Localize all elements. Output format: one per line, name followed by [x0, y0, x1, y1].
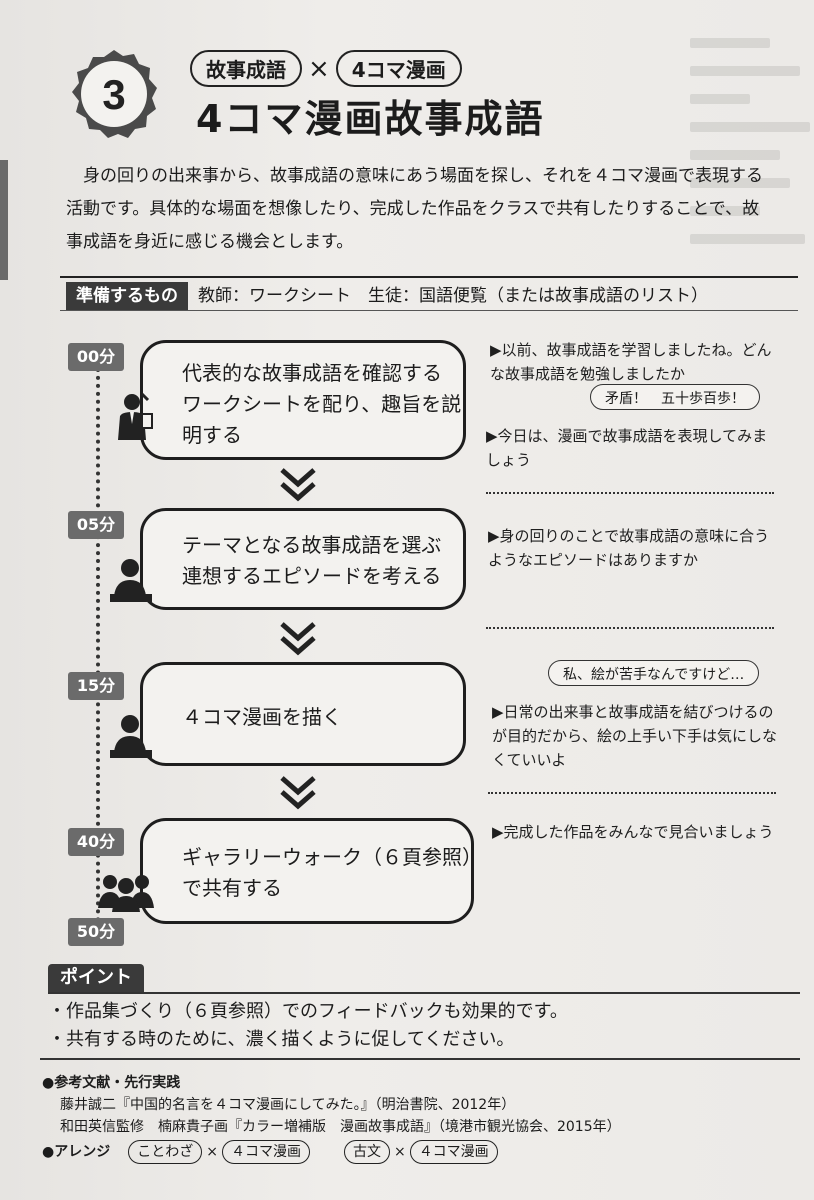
cross-mark: × — [308, 53, 330, 84]
cross-mark: × — [393, 1144, 406, 1160]
tag-row: 故事成語 × 4コマ漫画 — [190, 50, 462, 87]
reference-1: 藤井誠二『中国的名言を４コマ漫画にしてみた。』（明治書院、2012年） — [60, 1097, 516, 1113]
chevron-down-icon — [280, 776, 316, 810]
point-rule — [48, 992, 800, 994]
prep-bottom-rule — [60, 310, 798, 311]
arrange-tag-yonkoma-2: ４コマ漫画 — [409, 1140, 498, 1164]
chevron-down-icon — [280, 468, 316, 502]
prep-top-rule — [60, 276, 798, 278]
cross-mark: × — [206, 1144, 218, 1160]
speech-bubble-2: 私、絵が苦手なんですけど… — [548, 660, 760, 686]
step-box-1 — [140, 340, 466, 460]
page-tab-edge — [0, 160, 8, 280]
note-1: ▶以前、故事成語を学習しましたね。どんな故事成語を勉強しましたか — [490, 341, 772, 383]
point-label: ポイント — [48, 964, 144, 992]
badge-number: 3 — [102, 71, 125, 118]
tag-kojiseigo: 故事成語 — [190, 50, 302, 87]
step-text-1: 代表的な故事成語を確認する ワークシートを配り、趣旨を説 明する — [182, 361, 462, 447]
time-tag-15: 15分 — [68, 672, 124, 700]
time-tag-00: 00分 — [68, 343, 124, 371]
refs-heading: ●参考文献・先行実践 — [42, 1075, 181, 1091]
step-text-3: ４コマ漫画を描く — [182, 705, 342, 729]
time-tag-50: 50分 — [68, 918, 124, 946]
student-icon — [110, 559, 152, 602]
arrange-row: ●アレンジ ことわざ × ４コマ漫画 古文 × ４コマ漫画 — [42, 1140, 621, 1164]
references: ●参考文献・先行実践 藤井誠二『中国的名言を４コマ漫画にしてみた。』（明治書院、… — [42, 1072, 621, 1164]
step-box-2 — [140, 508, 466, 610]
note-5: ▶完成した作品をみんなで見合いましょう — [492, 823, 774, 841]
note-3: ▶身の回りのことで故事成語の意味に合うようなエピソードはありますか — [488, 527, 770, 569]
prep-label: 準備するもの — [66, 282, 188, 310]
intro-paragraph: 身の回りの出来事から、故事成語の意味にあう場面を探し、それを４コマ漫画で表現する… — [66, 166, 763, 252]
prep-text: 教師：ワークシート 生徒：国語便覧（または故事成語のリスト） — [198, 286, 708, 306]
time-tag-40: 40分 — [68, 828, 124, 856]
arrange-tag-kotowaza: ことわざ — [128, 1140, 203, 1164]
teacher-icon — [118, 392, 153, 440]
page-title: 4コマ漫画故事成語 — [196, 97, 545, 141]
group-icon — [98, 875, 154, 912]
arrange-tag-kobun: 古文 — [343, 1140, 390, 1164]
reference-2: 和田英信監修 楠麻貴子画『カラー増補版 漫画故事成語』（境港市観光協会、2015… — [60, 1119, 621, 1135]
step-box-3 — [140, 662, 466, 766]
chevron-down-icon — [280, 622, 316, 656]
note-separator — [486, 627, 774, 629]
bleed-through-text — [690, 20, 814, 1020]
point-item-2: ・共有する時のために、濃く描くように促してください。 — [48, 1029, 515, 1050]
bottom-rule — [40, 1058, 800, 1060]
student-icon — [110, 715, 152, 758]
tag-yonkoma: 4コマ漫画 — [335, 50, 462, 87]
time-tag-05: 05分 — [68, 511, 124, 539]
point-item-1: ・作品集づくり（６頁参照）でのフィードバックも効果的です。 — [48, 1001, 568, 1022]
step-box-4 — [140, 818, 474, 924]
step-text-4: ギャラリーウォーク（６頁参照） で共有する — [182, 845, 482, 900]
arrange-tag-yonkoma: ４コマ漫画 — [221, 1140, 310, 1164]
number-badge: 3 — [72, 50, 157, 138]
note-separator — [486, 492, 774, 494]
note-separator — [488, 792, 776, 794]
speech-bubble-1: 矛盾！ 五十歩百歩！ — [590, 384, 760, 410]
note-4: ▶日常の出来事と故事成語を結びつけるのが目的だから、絵の上手い下手は気にしなくて… — [492, 703, 778, 769]
timeline-dotted-line — [96, 360, 100, 930]
step-text-2: テーマとなる故事成語を選ぶ 連想するエピソードを考える — [182, 533, 442, 588]
arrange-label: ●アレンジ — [42, 1144, 111, 1160]
note-2: ▶今日は、漫画で故事成語を表現してみましょう — [486, 427, 768, 469]
